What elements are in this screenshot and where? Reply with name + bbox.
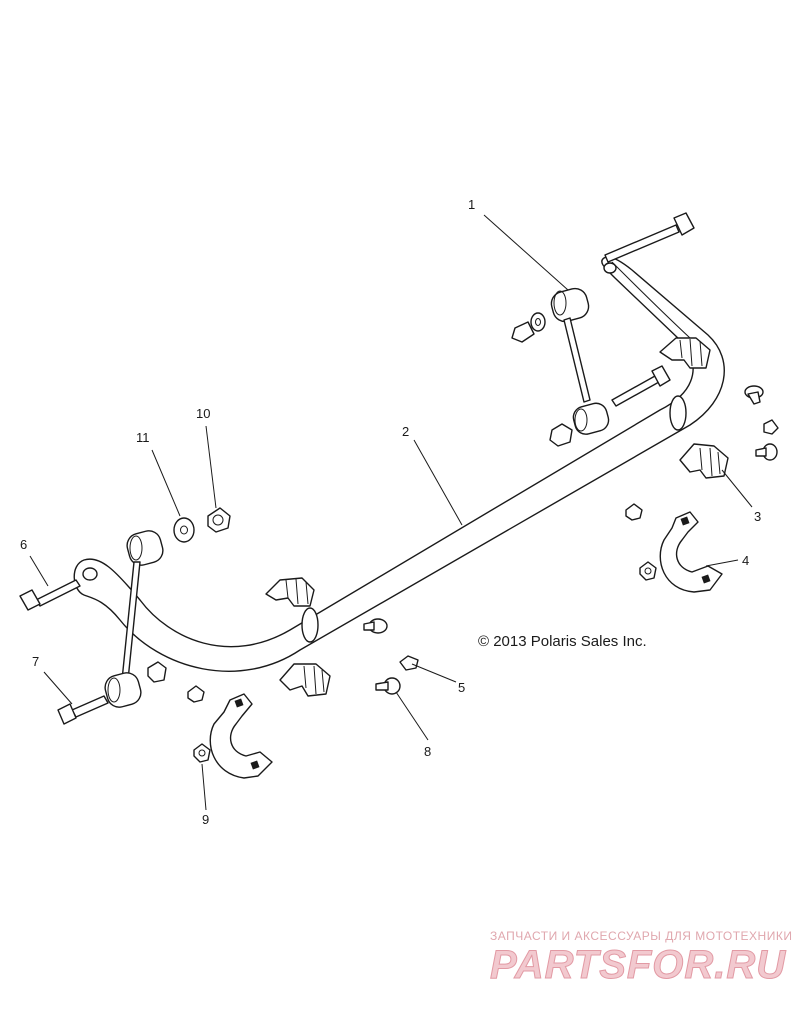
flange-nut-right-upper — [625, 503, 643, 521]
callout-5: 5 — [458, 680, 465, 695]
callout-9: 9 — [202, 812, 209, 827]
bolt-part-7 — [57, 695, 109, 725]
push-pin-right — [763, 419, 779, 435]
rivet-right-1 — [744, 385, 764, 405]
rivet-right-2 — [755, 443, 778, 461]
clamp-bracket-left — [209, 693, 273, 779]
link-nut-left-upper — [147, 661, 167, 683]
callout-6: 6 — [20, 537, 27, 552]
callout-labels: 1 2 3 4 5 6 7 8 9 10 11 — [20, 197, 761, 827]
rivet-center-upper — [363, 618, 388, 634]
flange-nut-left-upper — [187, 685, 205, 703]
bushing-lower-right — [679, 443, 729, 479]
callout-4: 4 — [742, 553, 749, 568]
callout-7: 7 — [32, 654, 39, 669]
flange-nut-part-9 — [193, 743, 211, 763]
link-nut-upper-right — [511, 312, 546, 343]
rivet-part-8 — [375, 677, 401, 695]
leader-lines — [29, 214, 753, 811]
copyright-notice: © 2013 Polaris Sales Inc. — [478, 633, 647, 650]
push-pin-part-5 — [399, 655, 419, 671]
stabilizer-bar — [73, 256, 725, 672]
watermark-tagline: ЗАПЧАСТИ И АКСЕССУАРЫ ДЛЯ МОТОТЕХНИКИ — [490, 929, 792, 943]
bushing-lower-left — [279, 663, 331, 697]
clamp-bracket-right — [659, 511, 723, 593]
nut-part-10 — [207, 507, 231, 533]
bolt-part-6 — [19, 579, 81, 611]
callout-11: 11 — [136, 430, 150, 445]
bushing-upper-left — [265, 577, 315, 607]
stabilizer-link-left — [104, 530, 164, 708]
callout-3: 3 — [754, 509, 761, 524]
callout-1: 1 — [468, 197, 475, 212]
stabilizer-link-right — [550, 287, 610, 435]
link-nut-lower-right — [549, 423, 573, 447]
washer-part-11 — [173, 517, 195, 543]
link-bolt-lower-right — [611, 365, 671, 407]
link-bolt-upper-right — [604, 212, 695, 263]
callout-10: 10 — [196, 406, 210, 421]
watermark: ЗАПЧАСТИ И АКСЕССУАРЫ ДЛЯ МОТОТЕХНИКИ PA… — [490, 929, 792, 988]
callout-2: 2 — [402, 424, 409, 439]
bushing-upper-right — [659, 337, 711, 369]
flange-nut-right-lower — [639, 561, 657, 581]
watermark-brand: PARTSFOR.RU — [490, 943, 786, 987]
callout-8: 8 — [424, 744, 431, 759]
